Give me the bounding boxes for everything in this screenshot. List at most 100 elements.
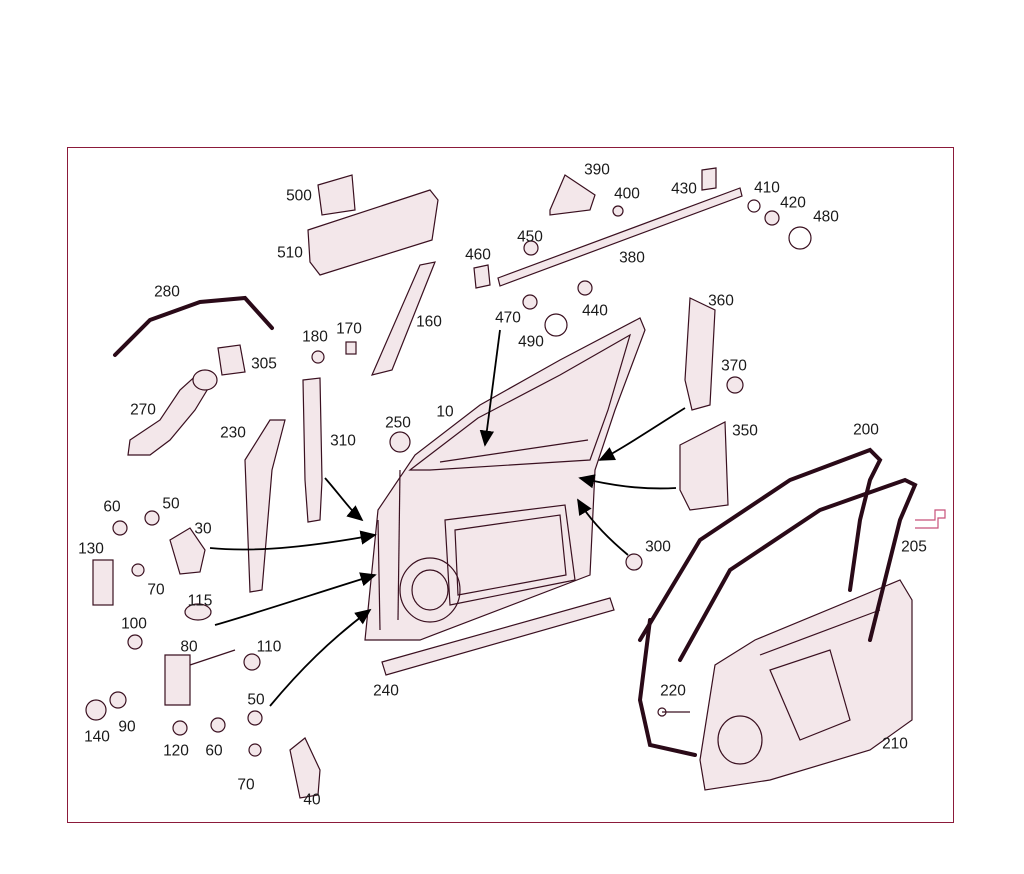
callout-50-lower: 50 (247, 691, 265, 709)
hinge-30 (169, 527, 206, 575)
callout-70-upper: 70 (147, 581, 165, 599)
callout-440: 440 (582, 302, 608, 320)
callout-60-upper: 60 (103, 498, 121, 516)
pin-400 (612, 205, 624, 217)
callout-160: 160 (416, 313, 442, 331)
screw-70a (131, 563, 145, 577)
callout-380: 380 (619, 249, 645, 267)
callout-480: 480 (813, 208, 839, 226)
window-seal-outer (638, 447, 883, 642)
callout-300: 300 (645, 538, 671, 556)
callout-40: 40 (303, 791, 321, 809)
callout-360: 360 (708, 292, 734, 310)
bolt-100 (127, 634, 143, 650)
callout-430: 430 (671, 180, 697, 198)
callout-305: 305 (251, 355, 277, 373)
bolt-50a (144, 510, 160, 526)
callout-400: 400 (614, 185, 640, 203)
callout-110: 110 (256, 638, 282, 656)
callout-80: 80 (180, 638, 198, 656)
callout-500: 500 (286, 187, 312, 205)
grommet-300 (625, 553, 643, 571)
callout-470: 470 (495, 309, 521, 327)
callout-30: 30 (194, 520, 212, 538)
bracket-205 (915, 509, 946, 529)
callout-280: 280 (154, 283, 180, 301)
callout-390: 390 (584, 161, 610, 179)
callout-130: 130 (78, 540, 104, 558)
grommet-250 (389, 431, 411, 453)
callout-205: 205 (901, 538, 927, 556)
callout-180: 180 (302, 328, 328, 346)
cap-115 (184, 603, 212, 621)
clip-460 (473, 264, 491, 289)
callout-250: 250 (385, 414, 411, 432)
screw-60b (210, 717, 226, 733)
callout-170: 170 (336, 320, 362, 338)
callout-370: 370 (721, 357, 747, 375)
window-seal-inner (678, 477, 918, 662)
door-trim-panel (699, 579, 913, 791)
cable-conduit (127, 371, 213, 456)
callout-210: 210 (882, 735, 908, 753)
callout-510: 510 (277, 244, 303, 262)
callout-100: 100 (121, 615, 147, 633)
washer-410 (747, 199, 761, 213)
rail-380 (497, 187, 743, 287)
door-seal-220 (637, 618, 697, 757)
callout-310: 310 (330, 432, 356, 450)
callout-50-upper: 50 (162, 495, 180, 513)
callout-90: 90 (118, 718, 136, 736)
nut-140 (85, 699, 107, 721)
callout-490: 490 (518, 333, 544, 351)
callout-60-lower: 60 (205, 742, 223, 760)
callout-240: 240 (373, 682, 399, 700)
door-shell (364, 317, 646, 641)
callout-115: 115 (187, 592, 213, 610)
callout-70-lower: 70 (237, 776, 255, 794)
callout-10: 10 (436, 403, 454, 421)
nut-450 (523, 240, 539, 256)
callout-120: 120 (163, 742, 189, 760)
clip-430 (701, 167, 717, 191)
diagram-frame (67, 147, 954, 823)
callout-350: 350 (732, 422, 758, 440)
screw-60a (112, 520, 128, 536)
block-130 (92, 559, 114, 606)
panel-500 (317, 174, 356, 216)
insulation-350 (679, 421, 729, 511)
bolt-120 (172, 720, 188, 736)
callout-220: 220 (660, 682, 686, 700)
bolt-50b (247, 710, 263, 726)
ring-490 (544, 313, 568, 337)
check-strap-80 (164, 654, 191, 706)
bolt-370 (726, 376, 744, 394)
trim-strip-160 (370, 261, 436, 376)
callout-450: 450 (517, 228, 543, 246)
seal-strip-280 (113, 295, 274, 357)
bracket-230 (244, 419, 286, 593)
insulation-360 (684, 297, 716, 411)
bolt-110 (243, 653, 261, 671)
callout-420: 420 (780, 194, 806, 212)
ring-480 (788, 226, 812, 250)
cover-strip-310 (302, 377, 323, 523)
sill-strip (381, 597, 615, 676)
clip-305 (217, 344, 246, 376)
screw-180 (311, 350, 325, 364)
callout-200: 200 (853, 421, 879, 439)
screw-420 (764, 210, 780, 226)
bolt-470 (522, 294, 538, 310)
callout-460: 460 (465, 246, 491, 264)
bracket-390 (549, 174, 596, 216)
callout-270: 270 (130, 401, 156, 419)
panel-510 (307, 189, 439, 276)
bolt-440 (577, 280, 593, 296)
clip-170 (345, 341, 357, 355)
hinge-40 (289, 737, 321, 799)
nut-90 (109, 691, 127, 709)
screw-70b (248, 743, 262, 757)
callout-140: 140 (84, 728, 110, 746)
callout-230: 230 (220, 424, 246, 442)
